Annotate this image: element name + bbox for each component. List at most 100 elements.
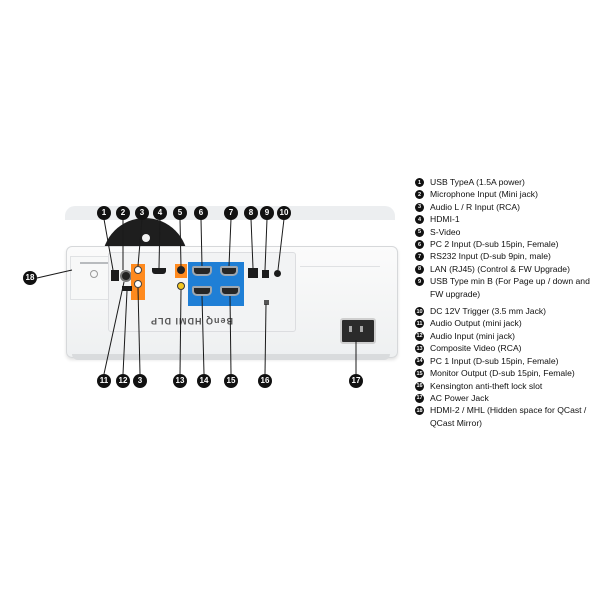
leader-15 (229, 295, 232, 375)
callout-9: 9 (260, 206, 274, 220)
callout-2: 2 (116, 206, 130, 220)
usb-typea-port (111, 270, 119, 281)
legend-badge: 3 (415, 202, 424, 212)
pc1-input-port (192, 286, 212, 296)
legend-item: 9 USB Type min B (For Page up / down and … (415, 275, 597, 300)
legend-badge: 13 (415, 344, 424, 354)
callout-12: 12 (116, 374, 130, 388)
legend-badge: 5 (415, 227, 424, 237)
legend-text: USB Type min B (For Page up / down and F… (430, 276, 590, 299)
legend-text: Composite Video (RCA) (430, 343, 522, 354)
rs232-port (220, 266, 238, 276)
callout-10: 10 (277, 206, 291, 220)
legend-text: PC 1 Input (D-sub 15pin, Female) (430, 355, 559, 366)
callout-16: 16 (258, 374, 272, 388)
leader-14 (201, 295, 205, 375)
lens-housing-notch (142, 234, 150, 242)
legend-item: 16 Kensington anti-theft lock slot (415, 380, 597, 392)
leader-13 (179, 289, 182, 375)
legend-item: 4 HDMI-1 (415, 213, 597, 225)
rca-audio-left-port (134, 266, 142, 274)
legend-text: Monitor Output (D-sub 15pin, Female) (430, 368, 575, 379)
legend-badge: 18 (415, 406, 424, 416)
legend-text: PC 2 Input (D-sub 15pin, Female) (430, 239, 559, 250)
callout-18: 18 (23, 271, 37, 285)
leader-6 (200, 218, 203, 267)
legend-badge: 12 (415, 331, 424, 341)
audio-io-port (122, 286, 132, 291)
legend-item: 10 DC 12V Trigger (3.5 mm Jack) (415, 305, 597, 317)
legend-text: Audio Input (mini jack) (430, 330, 516, 341)
legend-text: Kensington anti-theft lock slot (430, 380, 543, 391)
callout-4: 4 (153, 206, 167, 220)
callout-6: 6 (194, 206, 208, 220)
leader-3-bottom (137, 287, 141, 375)
legend-text: HDMI-1 (430, 214, 460, 225)
leader-10 (277, 218, 285, 271)
kensington-slot (264, 300, 269, 305)
legend-text: DC 12V Trigger (3.5 mm Jack) (430, 306, 547, 317)
legend-item: 3 Audio L / R Input (RCA) (415, 201, 597, 213)
legend-badge: 6 (415, 240, 424, 250)
legend-text: LAN (RJ45) (Control & FW Upgrade) (430, 263, 570, 274)
leader-16 (264, 303, 267, 375)
legend-item: 8 LAN (RJ45) (Control & FW Upgrade) (415, 263, 597, 275)
legend-text: HDMI-2 / MHL (Hidden space for QCast / Q… (430, 405, 587, 428)
legend-badge: 2 (415, 190, 424, 200)
legend-item: 6 PC 2 Input (D-sub 15pin, Female) (415, 238, 597, 250)
legend-item: 12 Audio Input (mini jack) (415, 330, 597, 342)
monitor-output-port (220, 286, 240, 296)
legend-text: Microphone Input (Mini jack) (430, 189, 538, 200)
callout-14: 14 (197, 374, 211, 388)
legend-item: 13 Composite Video (RCA) (415, 342, 597, 354)
lan-port (248, 268, 258, 278)
dc-trigger-port (274, 270, 281, 277)
leader-9 (264, 218, 268, 271)
callout-17: 17 (349, 374, 363, 388)
leader-1 (103, 218, 114, 271)
hdmi1-port (152, 268, 166, 274)
legend-text: Audio L / R Input (RCA) (430, 201, 520, 212)
usb-minib-port (262, 270, 269, 278)
callout-3-bottom: 3 (133, 374, 147, 388)
ac-power-pins (349, 326, 363, 332)
callout-7: 7 (224, 206, 238, 220)
legend-badge: 1 (415, 178, 424, 187)
compartment-screw (90, 270, 98, 278)
callout-1: 1 (97, 206, 111, 220)
legend-badge: 17 (415, 393, 424, 403)
callout-13: 13 (173, 374, 187, 388)
legend-badge: 14 (415, 356, 424, 366)
legend-text: S-Video (430, 226, 461, 237)
legend-badge: 10 (415, 307, 424, 317)
legend-badge: 16 (415, 381, 424, 391)
legend-item: 18 HDMI-2 / MHL (Hidden space for QCast /… (415, 404, 597, 429)
compartment-label-mark (80, 262, 120, 264)
legend-item: 5 S-Video (415, 226, 597, 238)
leader-5 (179, 218, 182, 267)
callout-5: 5 (173, 206, 187, 220)
leader-7 (228, 218, 232, 267)
leader-18 (36, 269, 73, 279)
callout-3-top: 3 (135, 206, 149, 220)
leader-4 (158, 218, 161, 269)
legend-text: Audio Output (mini jack) (430, 318, 522, 329)
panel-seam (300, 266, 380, 267)
callout-15: 15 (224, 374, 238, 388)
legend-item: 14 PC 1 Input (D-sub 15pin, Female) (415, 355, 597, 367)
rca-audio-right-port (134, 280, 142, 288)
composite-video-port (177, 282, 185, 290)
legend-badge: 4 (415, 215, 424, 225)
legend-item: 2 Microphone Input (Mini jack) (415, 188, 597, 200)
leader-8 (250, 218, 254, 269)
legend-badge: 9 (415, 277, 424, 287)
legend-badge: 15 (415, 369, 424, 379)
legend-badge: 8 (415, 264, 424, 274)
legend-badge: 7 (415, 252, 424, 262)
svideo-port (177, 266, 185, 274)
